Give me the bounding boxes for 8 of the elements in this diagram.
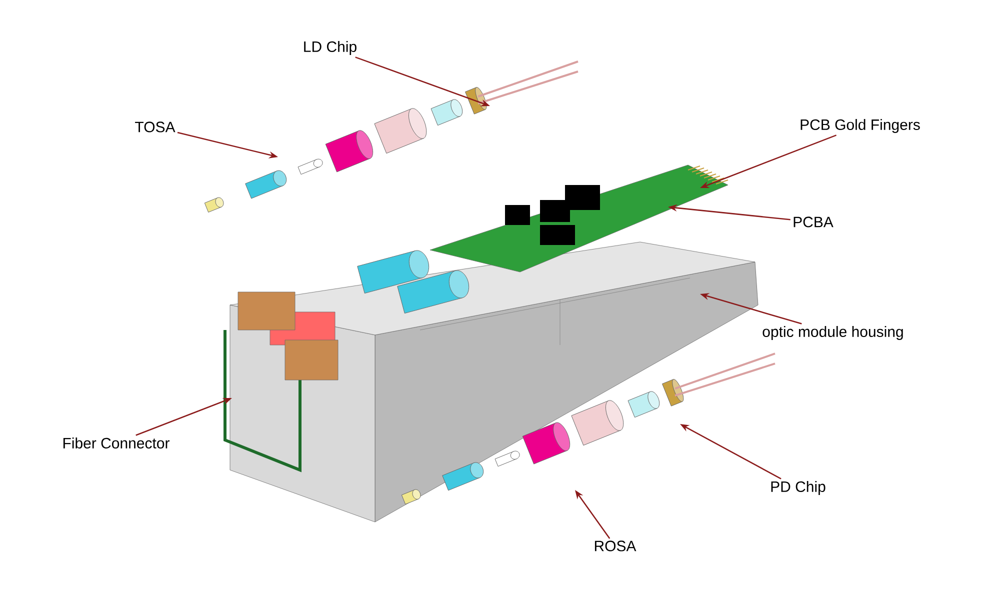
callout-label: PCB Gold Fingers	[800, 119, 920, 133]
callout-label: PCBA	[794, 216, 834, 228]
callout-label: optic module housing	[762, 326, 903, 340]
callout-label: ROSA	[594, 540, 636, 552]
callout-label: PD Chip	[771, 481, 826, 495]
callout-label: TOSA	[135, 122, 176, 132]
callout-label: Fiber Connector	[63, 437, 170, 448]
callout-label: LD Chip	[304, 41, 356, 55]
